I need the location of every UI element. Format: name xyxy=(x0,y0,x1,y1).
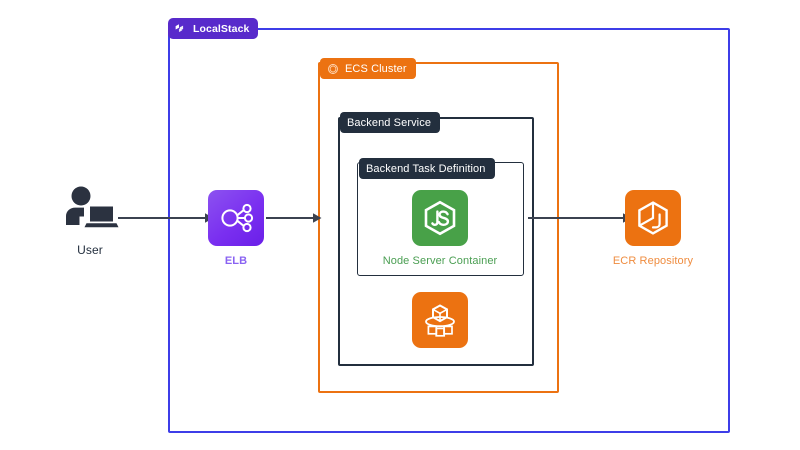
arrow-task-to-ecr xyxy=(528,213,632,223)
task-definition-badge: Backend Task Definition xyxy=(359,158,495,179)
backend-service-badge-label: Backend Service xyxy=(347,116,432,129)
ecr-registry-icon xyxy=(625,190,681,246)
ecs-cluster-icon xyxy=(327,63,339,75)
ecs-cluster-boundary xyxy=(318,62,559,393)
localstack-badge: LocalStack xyxy=(168,18,259,39)
localstack-boundary xyxy=(168,28,730,433)
node-nodejs-container: Node Server Container xyxy=(383,190,497,267)
node-elb: ELB xyxy=(208,190,264,267)
localstack-badge-label: LocalStack xyxy=(193,22,250,35)
user-laptop-icon xyxy=(59,184,121,234)
ecs-cluster-badge: ECS Cluster xyxy=(320,58,416,79)
localstack-logo-icon xyxy=(174,22,187,35)
elastic-load-balancer-icon xyxy=(208,190,264,246)
ecs-cluster-badge-label: ECS Cluster xyxy=(345,62,407,75)
node-ecs-service xyxy=(412,292,468,348)
nodejs-logo-icon xyxy=(412,190,468,246)
ecr-label: ECR Repository xyxy=(612,255,694,267)
user-label: User xyxy=(77,243,103,257)
node-ecr-repository: ECR Repository xyxy=(613,190,693,267)
node-container-label: Node Server Container xyxy=(382,255,498,267)
task-definition-badge-label: Backend Task Definition xyxy=(366,162,486,175)
node-user: User xyxy=(52,184,128,257)
elb-label: ELB xyxy=(224,255,248,267)
arrow-elb-to-ecs-cluster xyxy=(266,213,322,223)
arrow-user-to-elb xyxy=(118,213,214,223)
backend-service-badge: Backend Service xyxy=(340,112,441,133)
ecs-container-service-icon xyxy=(412,292,468,348)
